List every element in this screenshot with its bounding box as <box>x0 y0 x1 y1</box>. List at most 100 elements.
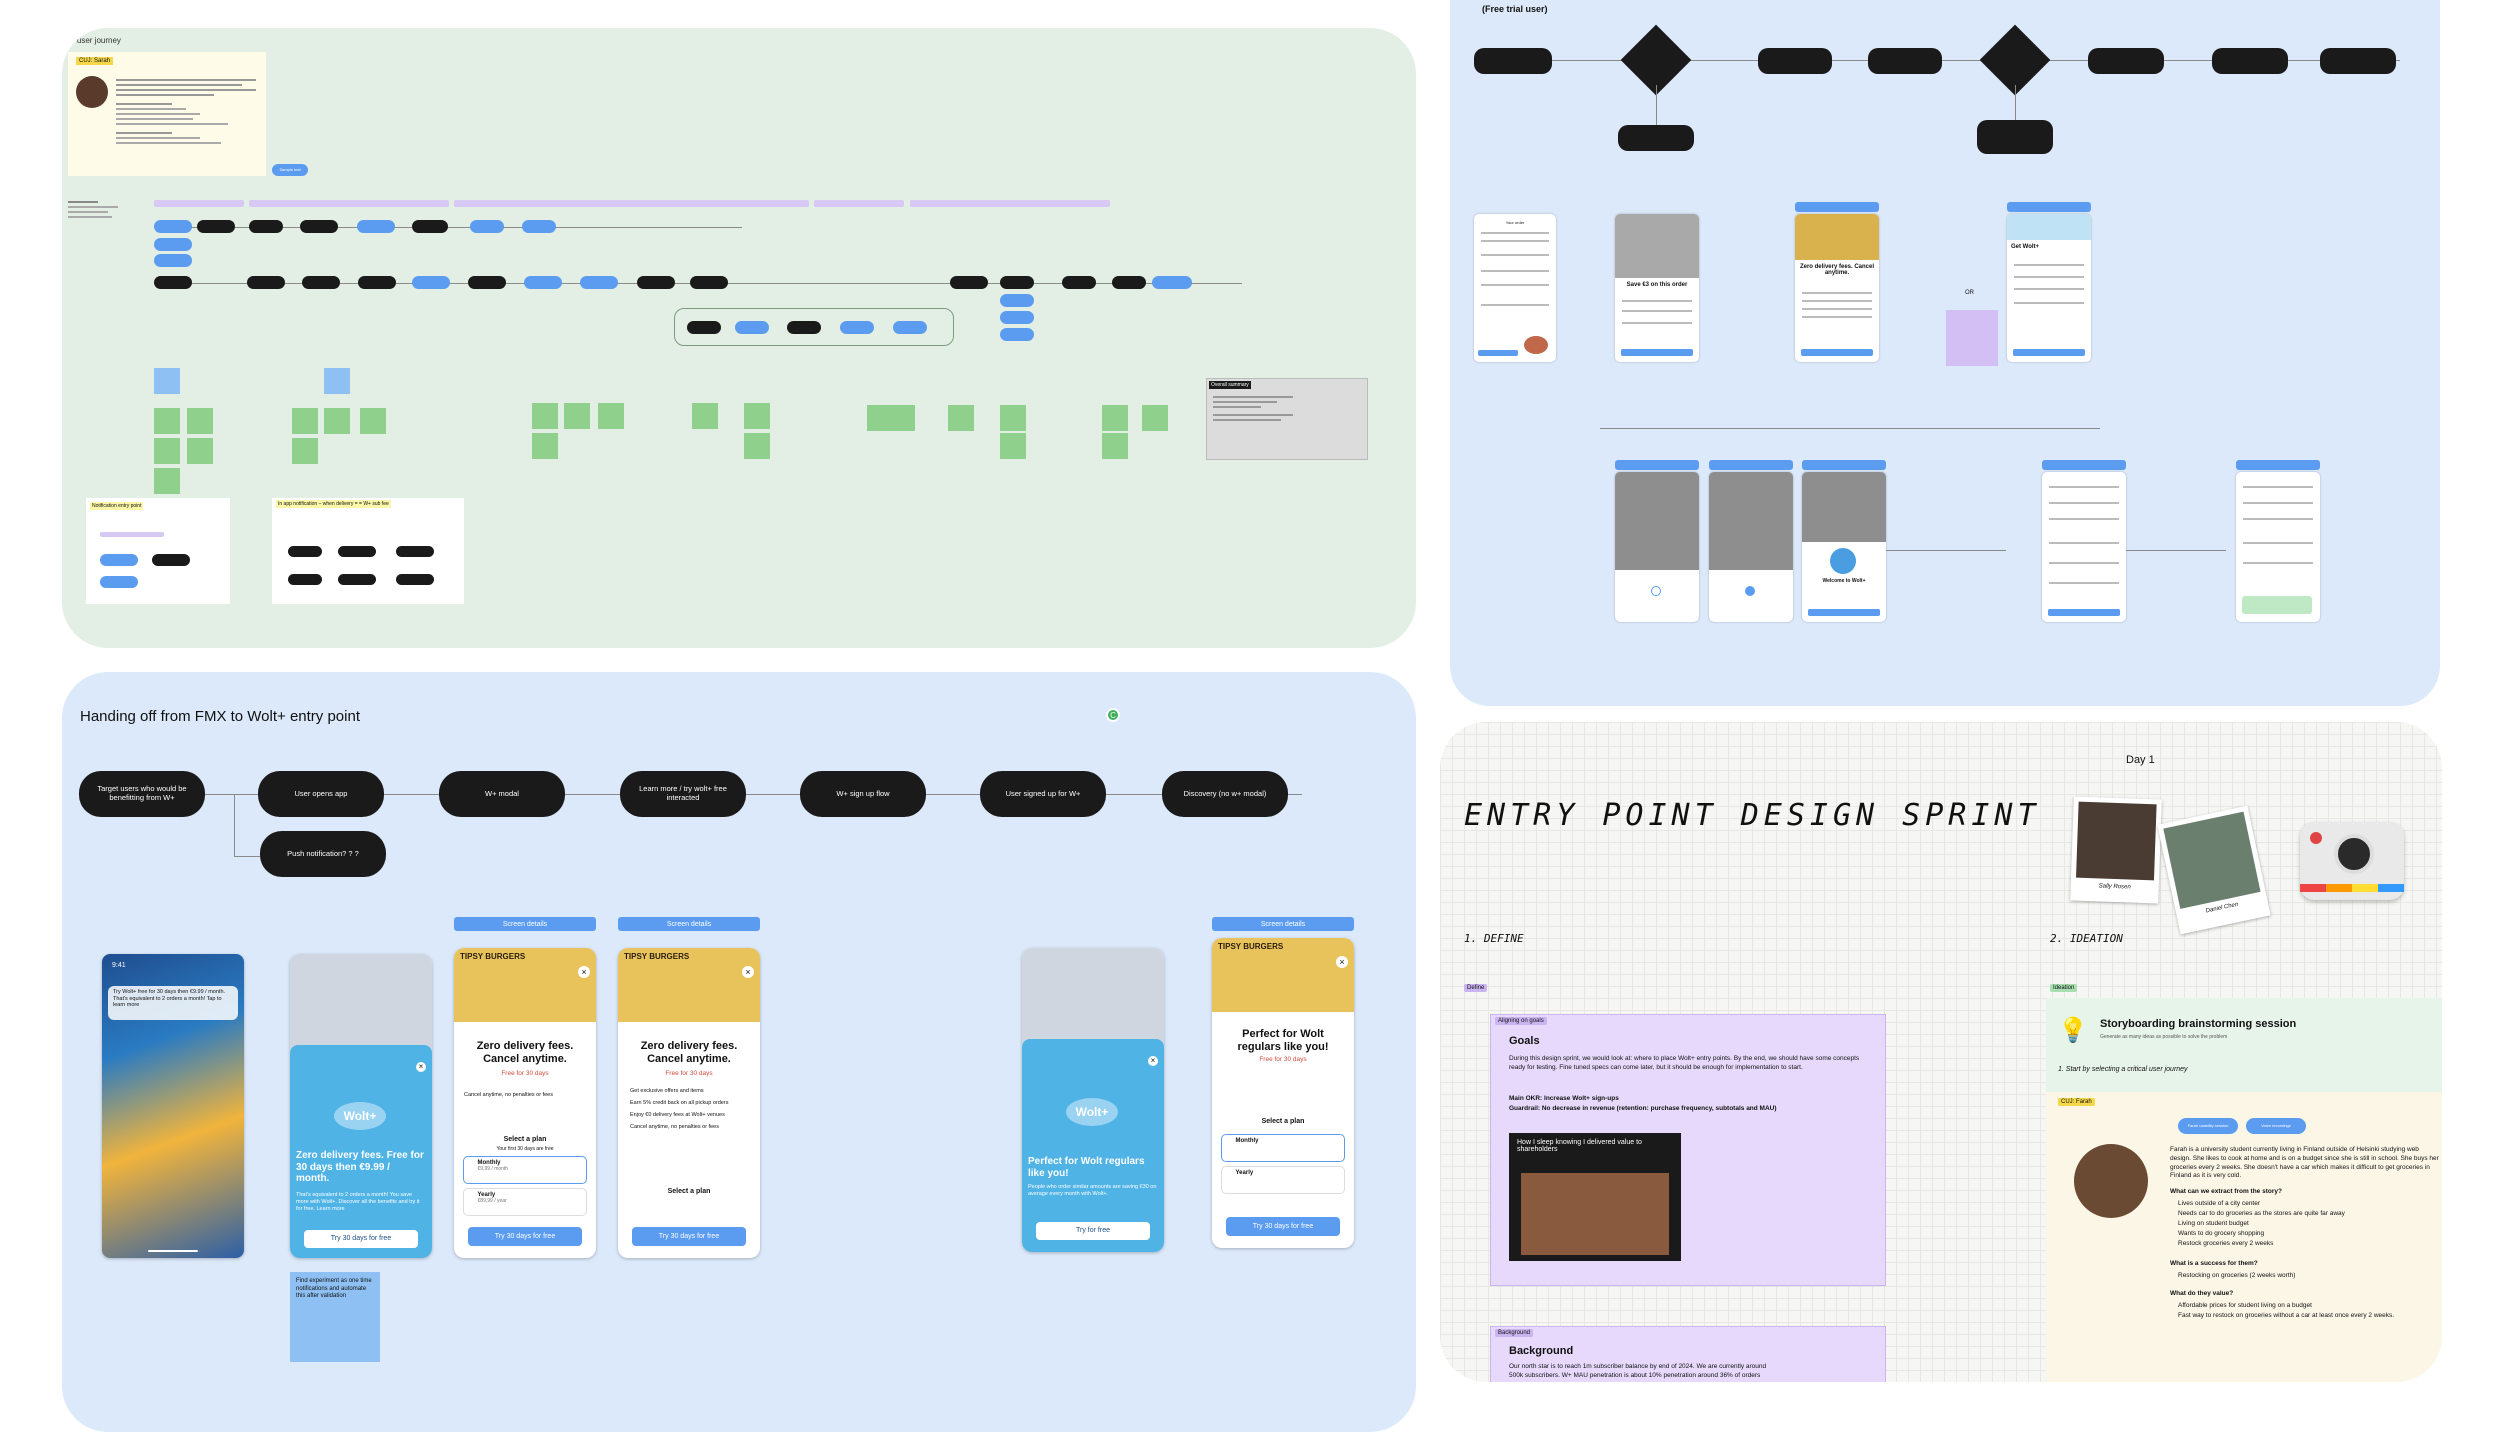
close-icon[interactable]: × <box>578 966 590 978</box>
journey-node[interactable] <box>358 276 396 289</box>
journey-node[interactable] <box>412 220 448 233</box>
journey-node[interactable] <box>288 574 322 585</box>
close-icon[interactable]: × <box>1148 1056 1158 1066</box>
journey-node[interactable] <box>357 220 395 233</box>
phone-wplus-modal[interactable]: × Wolt+ Zero delivery fees. Free for 30 … <box>290 954 432 1258</box>
flow-step-discovery[interactable]: Discovery (no w+ modal) <box>1162 771 1288 817</box>
journey-node[interactable] <box>1152 276 1192 289</box>
flow-node[interactable] <box>1977 120 2053 154</box>
journey-node[interactable] <box>637 276 675 289</box>
phone-zero-fees-benefits[interactable]: TIPSY BURGERS × Zero delivery fees. Canc… <box>618 948 760 1258</box>
journey-node[interactable] <box>247 276 285 289</box>
journey-node[interactable] <box>154 220 192 233</box>
journey-node[interactable] <box>396 546 434 557</box>
journey-node[interactable] <box>249 220 283 233</box>
flow-node[interactable] <box>1758 48 1832 74</box>
phone6-cta[interactable]: Try 30 days for free <box>1226 1217 1340 1236</box>
flow-node[interactable] <box>1474 48 1552 74</box>
journey-node[interactable] <box>524 276 562 289</box>
screen-details-tag[interactable]: Screen details <box>454 917 596 931</box>
journey-node[interactable] <box>1000 294 1034 307</box>
phone-regulars-modal[interactable]: × Wolt+ Perfect for Wolt regulars like y… <box>1022 948 1164 1252</box>
flow-step-learn-more[interactable]: Learn more / try wolt+ free interacted <box>620 771 746 817</box>
phone-lockscreen[interactable]: 9:41 Try Wolt+ free for 30 days then €9.… <box>102 954 244 1258</box>
lock-notification[interactable]: Try Wolt+ free for 30 days then €9.99 / … <box>108 986 238 1020</box>
flow-step-signed-up[interactable]: User signed up for W+ <box>980 771 1106 817</box>
screen-tag[interactable] <box>1615 460 1699 470</box>
flow-step-push-notification[interactable]: Push notification? ? ? <box>260 831 386 877</box>
phone4-cta[interactable]: Try 30 days for free <box>632 1227 746 1246</box>
journey-node[interactable] <box>1000 328 1034 341</box>
journey-node[interactable] <box>468 276 506 289</box>
journey-node[interactable] <box>1062 276 1096 289</box>
screen-save-order[interactable]: Save €3 on this order <box>1615 214 1699 362</box>
journey-node[interactable] <box>735 321 769 334</box>
journey-node[interactable] <box>154 276 192 289</box>
flow-step-target-users[interactable]: Target users who would be benefitting fr… <box>79 771 205 817</box>
plan-monthly[interactable]: Monthly <box>1220 1134 1346 1162</box>
journey-node[interactable] <box>840 321 874 334</box>
farah-usability-chip[interactable]: Farah usability session <box>2178 1118 2238 1134</box>
phone2-cta[interactable]: Try 30 days for free <box>304 1229 418 1248</box>
journey-node[interactable] <box>100 554 138 566</box>
journey-node[interactable] <box>396 574 434 585</box>
phone5-cta[interactable]: Try for free <box>1036 1221 1150 1240</box>
journey-node[interactable] <box>300 220 338 233</box>
journey-node[interactable] <box>154 254 192 267</box>
screen-get-wolt[interactable]: Get Wolt+ <box>2007 214 2091 362</box>
journey-node[interactable] <box>288 546 322 557</box>
journey-node[interactable] <box>302 276 340 289</box>
plan-yearly[interactable]: Yearly <box>1220 1166 1346 1194</box>
screen-details-tag[interactable]: Screen details <box>618 917 760 931</box>
journey-node[interactable] <box>197 220 235 233</box>
screen-tag[interactable] <box>1795 202 1879 212</box>
journey-node[interactable] <box>687 321 721 334</box>
action-chip[interactable]: Sample text <box>272 164 308 176</box>
journey-node[interactable] <box>338 546 376 557</box>
flow-node[interactable] <box>2320 48 2396 74</box>
journey-node[interactable] <box>522 220 556 233</box>
flow-step-open-app[interactable]: User opens app <box>258 771 384 817</box>
flow-node[interactable] <box>2212 48 2288 74</box>
journey-node[interactable] <box>580 276 618 289</box>
flow-step-wplus-modal[interactable]: W+ modal <box>439 771 565 817</box>
flow-step-signup-flow[interactable]: W+ sign up flow <box>800 771 926 817</box>
journey-node[interactable] <box>787 321 821 334</box>
journey-node[interactable] <box>1000 276 1034 289</box>
screen-zero-fees[interactable]: Zero delivery fees. Cancel anytime. <box>1795 214 1879 362</box>
collaborator-avatar[interactable]: C <box>1106 708 1120 722</box>
plan-monthly[interactable]: Monthly €9,99 / month <box>462 1156 588 1184</box>
screen-details-tag[interactable]: Screen details <box>1212 917 1354 931</box>
journey-node[interactable] <box>950 276 988 289</box>
journey-node[interactable] <box>893 321 927 334</box>
flow-node[interactable] <box>1868 48 1942 74</box>
screen-tag[interactable] <box>2236 460 2320 470</box>
plan-yearly[interactable]: Yearly €89,99 / year <box>462 1188 588 1216</box>
phone-zero-fees[interactable]: TIPSY BURGERS × Zero delivery fees. Canc… <box>454 948 596 1258</box>
journey-node[interactable] <box>100 576 138 588</box>
journey-node[interactable] <box>152 554 190 566</box>
screen-tag[interactable] <box>1802 460 1886 470</box>
journey-node[interactable] <box>338 574 376 585</box>
screen-tag[interactable] <box>2007 202 2091 212</box>
phone-regulars-plan[interactable]: TIPSY BURGERS × Perfect for Wolt regular… <box>1212 938 1354 1248</box>
flow-node[interactable] <box>1618 125 1694 151</box>
screen-order-loading[interactable] <box>1615 472 1699 622</box>
close-icon[interactable]: × <box>742 966 754 978</box>
screen-your-order[interactable]: Your order <box>1474 214 1556 362</box>
journey-node[interactable] <box>412 276 450 289</box>
screen-order-summary[interactable] <box>2042 472 2126 622</box>
journey-node[interactable] <box>1112 276 1146 289</box>
journey-node[interactable] <box>1000 311 1034 324</box>
screen-order-tracking[interactable] <box>2236 472 2320 622</box>
phone3-cta[interactable]: Try 30 days for free <box>468 1227 582 1246</box>
voice-recordings-chip[interactable]: Voice recordings <box>2246 1118 2306 1134</box>
screen-welcome[interactable]: Welcome to Wolt+ <box>1802 472 1886 622</box>
journey-node[interactable] <box>154 238 192 251</box>
journey-node[interactable] <box>470 220 504 233</box>
screen-order-done[interactable] <box>1709 472 1793 622</box>
journey-node[interactable] <box>690 276 728 289</box>
flow-node[interactable] <box>2088 48 2164 74</box>
close-icon[interactable]: × <box>416 1062 426 1072</box>
screen-tag[interactable] <box>1709 460 1793 470</box>
